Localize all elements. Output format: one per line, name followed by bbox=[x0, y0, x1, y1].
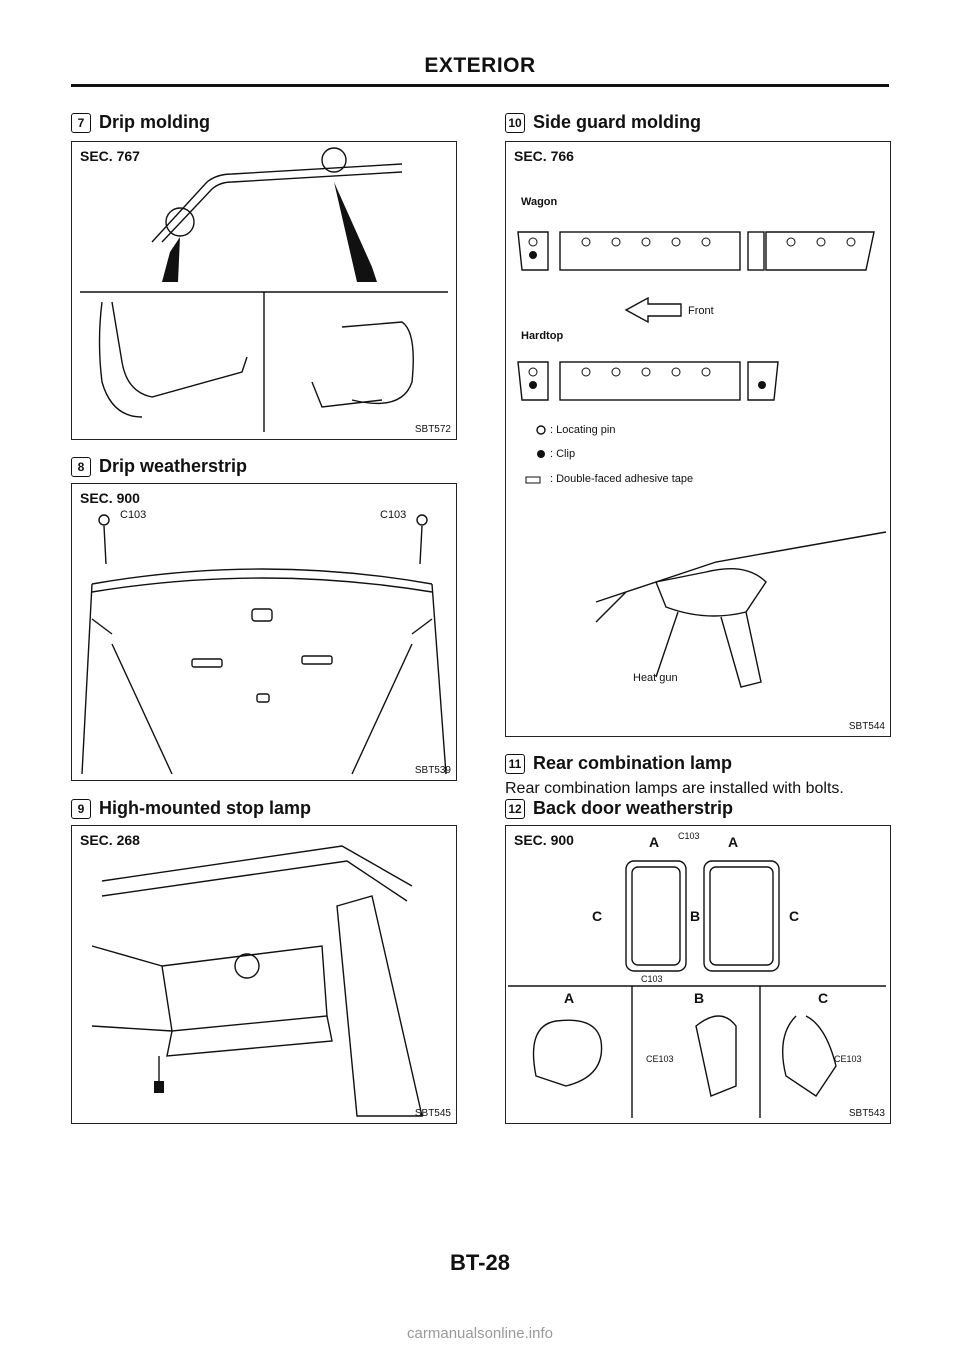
callout-a: A bbox=[564, 990, 575, 1006]
section-title-text: Back door weatherstrip bbox=[533, 798, 734, 818]
figure-section-label: SEC. 268 bbox=[80, 832, 140, 848]
page-number: BT-28 bbox=[450, 1250, 510, 1275]
figure-drip-molding: SEC. 767 SBT572 bbox=[71, 141, 457, 440]
section-number: 9 bbox=[71, 798, 91, 819]
legend-locating-pin: : Locating pin bbox=[550, 424, 616, 436]
figure-high-mounted-stop-lamp: SEC. 268 SBT545 bbox=[71, 825, 457, 1124]
section-number: 11 bbox=[505, 753, 525, 774]
legend-adhesive-tape: : Double-faced adhesive tape bbox=[550, 473, 694, 485]
figure-code: SBT539 bbox=[414, 765, 451, 776]
clip-label: C103 bbox=[641, 974, 663, 984]
section-title-text: High-mounted stop lamp bbox=[99, 798, 311, 818]
clip-label: C103 bbox=[120, 509, 147, 521]
callout-c: C bbox=[592, 908, 603, 924]
figure-section-label: SEC. 900 bbox=[514, 832, 574, 848]
section-title-drip-weatherstrip: 8 Drip weatherstrip bbox=[71, 456, 247, 477]
section-number: 7 bbox=[71, 112, 91, 133]
section-title-side-guard-molding: 10 Side guard molding bbox=[505, 112, 701, 133]
callout-a: A bbox=[728, 834, 739, 850]
watermark: carmanualsonline.info bbox=[407, 1325, 553, 1342]
figure-back-door-weatherstrip: SEC. 900 A A C103 C103 C B C A B C CE103… bbox=[505, 825, 891, 1124]
back-door-weatherstrip-illustration bbox=[508, 860, 886, 1118]
section-title-drip-molding: 7 Drip molding bbox=[71, 112, 210, 133]
clip-label: C103 bbox=[678, 831, 700, 841]
section-number: 8 bbox=[71, 456, 91, 477]
section-title-text: Drip weatherstrip bbox=[99, 456, 248, 476]
page-header-title: EXTERIOR bbox=[424, 54, 536, 77]
drip-weatherstrip-illustration bbox=[81, 514, 447, 775]
figure-code: SBT544 bbox=[848, 721, 885, 732]
header-rule bbox=[71, 84, 889, 87]
stop-lamp-illustration bbox=[91, 845, 423, 1117]
callout-a: A bbox=[649, 834, 660, 850]
rear-lamp-body-text: Rear combination lamps are installed wit… bbox=[505, 780, 844, 797]
clip-label: CE103 bbox=[646, 1054, 674, 1064]
drip-molding-illustration bbox=[80, 147, 448, 432]
callout-b: B bbox=[694, 990, 705, 1006]
clip-label: C103 bbox=[380, 509, 407, 521]
figure-drip-weatherstrip: SEC. 900 C103 C103 SBT539 bbox=[71, 483, 457, 781]
section-number: 10 bbox=[505, 112, 525, 133]
section-number: 12 bbox=[505, 798, 525, 819]
callout-b: B bbox=[690, 908, 701, 924]
hardtop-label: Hardtop bbox=[521, 330, 564, 342]
callout-c: C bbox=[789, 908, 800, 924]
figure-section-label: SEC. 767 bbox=[80, 148, 140, 164]
wagon-label: Wagon bbox=[521, 196, 558, 208]
section-title-text: Side guard molding bbox=[533, 112, 702, 132]
figure-code: SBT545 bbox=[414, 1108, 451, 1119]
legend-clip: : Clip bbox=[550, 448, 576, 460]
section-title-text: Rear combination lamp bbox=[533, 753, 733, 773]
figure-code: SBT572 bbox=[414, 424, 451, 435]
figure-section-label: SEC. 766 bbox=[514, 148, 574, 164]
section-title-text: Drip molding bbox=[99, 112, 210, 132]
callout-c: C bbox=[818, 990, 829, 1006]
figure-section-label: SEC. 900 bbox=[80, 490, 140, 506]
section-title-back-door-weatherstrip: 12 Back door weatherstrip bbox=[505, 798, 733, 819]
side-guard-molding-illustration bbox=[517, 231, 887, 688]
front-label: Front bbox=[688, 305, 714, 317]
section-title-rear-combination-lamp: 11 Rear combination lamp bbox=[505, 753, 732, 774]
clip-label: CE103 bbox=[834, 1054, 862, 1064]
heat-gun-label: Heat gun bbox=[633, 672, 678, 684]
figure-code: SBT543 bbox=[848, 1108, 885, 1119]
section-title-high-mounted-stop-lamp: 9 High-mounted stop lamp bbox=[71, 798, 311, 819]
figure-side-guard-molding: SEC. 766 Wagon Front Hardtop : Locating … bbox=[505, 141, 891, 737]
